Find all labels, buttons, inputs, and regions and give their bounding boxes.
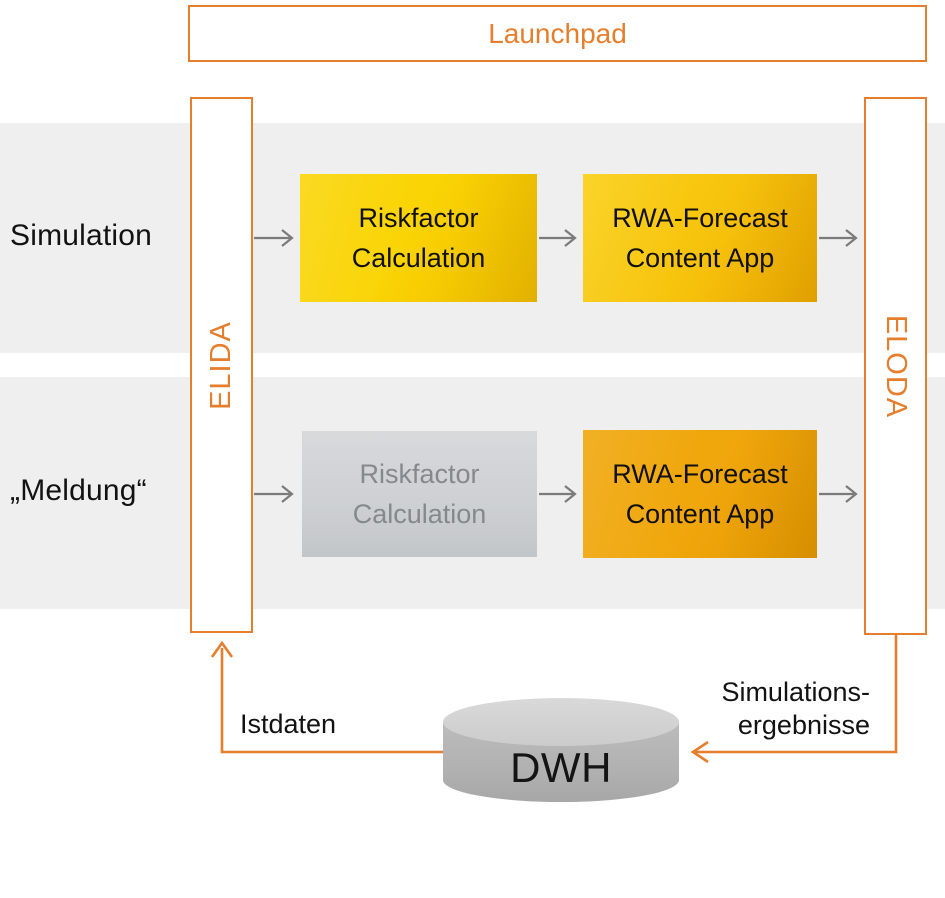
arrow-elida-to-riskfactor-meldung: [254, 485, 294, 503]
eloda-box: ELODA: [864, 97, 927, 635]
flow-istdaten-arrow: [210, 640, 446, 754]
launchpad-box: Launchpad: [188, 5, 927, 62]
bottom-flow-graphics: [210, 635, 898, 802]
flow-label-simulationsergebnisse: Simulations- ergebnisse: [640, 676, 870, 742]
arrow-elida-to-riskfactor-sim: [254, 229, 294, 247]
flow-label-line1: Simulations-: [721, 677, 870, 707]
launchpad-label: Launchpad: [488, 17, 627, 49]
box-label: Riskfactor Calculation: [352, 459, 487, 529]
flow-label-line2: ergebnisse: [737, 710, 870, 740]
eloda-label: ELODA: [880, 314, 913, 418]
elida-box: ELIDA: [190, 97, 253, 633]
elida-label: ELIDA: [205, 320, 238, 410]
lane-label-meldung: „Meldung“: [10, 474, 147, 507]
dwh-cylinder: [443, 698, 679, 802]
arrow-riskfactor-to-rwa-sim: [539, 229, 577, 247]
arrow-rwa-to-eloda-sim: [819, 229, 858, 247]
box-riskfactor-calculation-meldung-inactive: Riskfactor Calculation: [302, 431, 537, 557]
lane-label-simulation: Simulation: [10, 219, 153, 252]
box-label: RWA-Forecast Content App: [612, 203, 788, 273]
dwh-label: DWH: [510, 744, 612, 791]
flow-simulationsergebnisse-arrow: [690, 635, 898, 764]
flow-label-istdaten: Istdaten: [240, 709, 337, 739]
box-rwa-forecast-simulation: RWA-Forecast Content App: [583, 174, 817, 302]
box-rwa-forecast-meldung: RWA-Forecast Content App: [583, 430, 817, 558]
box-label: Riskfactor Calculation: [351, 203, 486, 273]
box-riskfactor-calculation-simulation: Riskfactor Calculation: [300, 174, 537, 302]
arrow-riskfactor-to-rwa-meldung: [539, 485, 577, 503]
box-label: RWA-Forecast Content App: [612, 459, 788, 529]
arrow-rwa-to-eloda-meldung: [819, 485, 858, 503]
